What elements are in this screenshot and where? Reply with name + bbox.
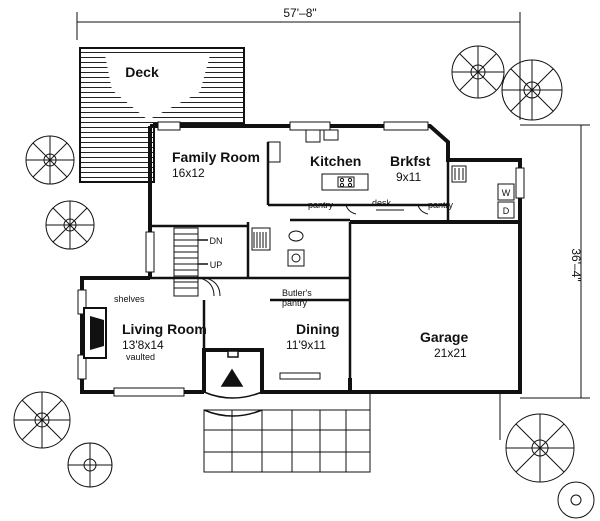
garage-label: Garage: [420, 329, 468, 345]
dining-size: 11'9x11: [286, 338, 326, 352]
entry: [203, 350, 263, 417]
fireplace: [83, 307, 107, 359]
dimension-depth: 36'–4": [520, 124, 590, 399]
landscape-trees: [13, 45, 595, 519]
desk-label: desk: [372, 198, 392, 208]
deck-label: Deck: [125, 64, 159, 80]
family-room-size: 16x12: [172, 166, 205, 180]
pantry-right-label: pantry: [428, 200, 454, 210]
butlers-pantry-label-2: pantry: [282, 298, 308, 308]
dryer-label: D: [503, 206, 510, 216]
interior-walls: [150, 142, 450, 392]
garage-size: 21x21: [434, 346, 467, 360]
stair-down-label: DN: [210, 236, 223, 246]
deck: Deck: [79, 47, 245, 183]
windows: [77, 121, 525, 397]
shelves-label: shelves: [114, 294, 145, 304]
dimension-width: 57'–8": [76, 6, 521, 120]
kitchen-label: Kitchen: [310, 153, 361, 169]
dimension-depth-label: 36'–4": [569, 248, 583, 281]
family-room-label: Family Room: [172, 149, 260, 165]
stair-up-label: UP: [210, 260, 223, 270]
washer-label: W: [502, 188, 511, 198]
kitchen-fixtures: [267, 129, 429, 215]
staircase: [173, 227, 221, 297]
brkfst-label: Brkfst: [390, 153, 431, 169]
powder-room: [251, 227, 305, 267]
living-room-note: vaulted: [126, 352, 155, 362]
laundry: [451, 165, 515, 219]
living-room-label: Living Room: [122, 321, 207, 337]
front-walk: [203, 392, 501, 473]
dimension-width-label: 57'–8": [283, 6, 316, 20]
butlers-pantry-label-1: Butler's: [282, 288, 312, 298]
dining-label: Dining: [296, 321, 340, 337]
pantry-left-label: pantry: [308, 200, 334, 210]
brkfst-size: 9x11: [396, 170, 421, 184]
living-room-size: 13'8x14: [122, 338, 164, 352]
